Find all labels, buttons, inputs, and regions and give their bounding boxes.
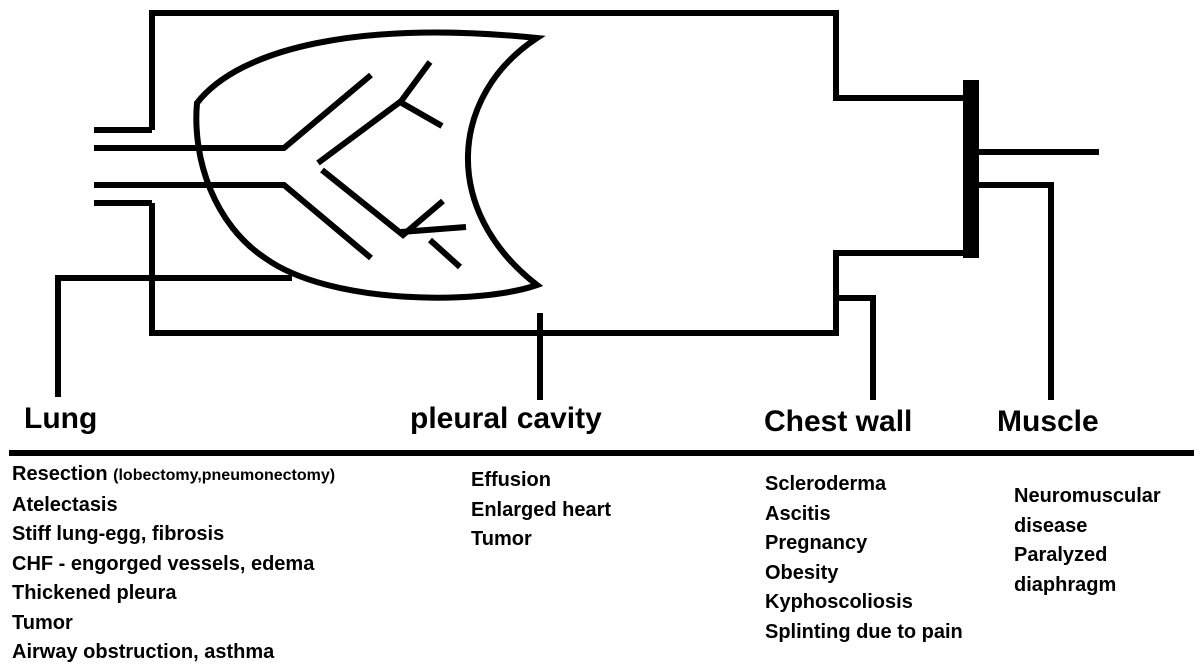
bronchial-tip xyxy=(399,62,430,104)
list-item: Splinting due to pain xyxy=(765,618,963,648)
list-item: Airway obstruction, asthma xyxy=(12,638,335,668)
muscle-causes-list: Neuromuscular disease Paralyzed diaphrag… xyxy=(1014,482,1161,600)
list-item: Tumor xyxy=(471,525,611,555)
diaphragm-plate xyxy=(963,80,979,258)
list-item: Pregnancy xyxy=(765,529,963,559)
lung-leader-line xyxy=(58,278,292,397)
list-item: Atelectasis xyxy=(12,491,335,521)
main-bronchus-lower xyxy=(94,185,371,258)
list-item: diaphragm xyxy=(1014,571,1161,601)
list-item: Neuromuscular xyxy=(1014,482,1161,512)
list-item: Resection (lobectomy,pneumonectomy) xyxy=(12,460,335,491)
muscle-leader-line xyxy=(979,185,1051,400)
main-bronchus-upper xyxy=(94,75,371,148)
chestwall-leader-line xyxy=(836,298,873,400)
heading-chest-wall: Chest wall xyxy=(764,407,912,437)
bronchial-branch xyxy=(322,170,443,235)
heading-lung: Lung xyxy=(24,404,97,434)
list-item: Effusion xyxy=(471,466,611,496)
chest-wall-outline xyxy=(152,13,966,333)
lung-cause-resection: Resection xyxy=(12,463,108,485)
list-item: Scleroderma xyxy=(765,470,963,500)
pleural-causes-list: Effusion Enlarged heart Tumor xyxy=(471,466,611,555)
heading-muscle: Muscle xyxy=(997,407,1099,437)
list-item: Kyphoscoliosis xyxy=(765,588,963,618)
bronchial-branch xyxy=(318,102,442,163)
list-item: CHF - engorged vessels, edema xyxy=(12,550,335,580)
resection-note: (lobectomy,pneumonectomy) xyxy=(113,467,335,484)
list-item: Obesity xyxy=(765,559,963,589)
list-item: disease xyxy=(1014,512,1161,542)
lung-causes-list: Resection (lobectomy,pneumonectomy) Atel… xyxy=(12,460,335,668)
list-item: Ascitis xyxy=(765,500,963,530)
list-item: Thickened pleura xyxy=(12,579,335,609)
list-item: Tumor xyxy=(12,609,335,639)
heading-pleural-cavity: pleural cavity xyxy=(410,404,602,434)
bronchial-tip xyxy=(430,240,460,267)
list-item: Stiff lung-egg, fibrosis xyxy=(12,520,335,550)
list-item: Paralyzed xyxy=(1014,541,1161,571)
list-item: Enlarged heart xyxy=(471,496,611,526)
chest-wall-causes-list: Scleroderma Ascitis Pregnancy Obesity Ky… xyxy=(765,470,963,647)
